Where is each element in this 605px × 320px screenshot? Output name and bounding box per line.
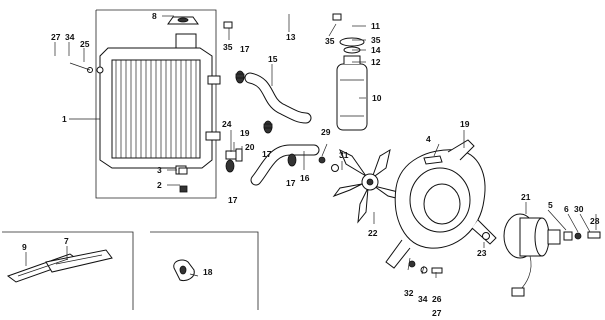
callout-19-a: 19: [240, 128, 250, 138]
callout-8: 8: [152, 11, 157, 21]
callout-28: 28: [590, 216, 600, 226]
callout-18: 18: [203, 267, 213, 277]
callout-35-b: 35: [325, 36, 335, 46]
callout-31: 31: [339, 150, 349, 160]
radiator-group-frame: [95, 9, 217, 199]
callout-24: 24: [222, 119, 232, 129]
callout-3: 3: [157, 165, 162, 175]
callout-11: 11: [371, 21, 380, 31]
inset-frame-right: [150, 231, 259, 310]
callout-15: 15: [268, 54, 278, 64]
radiator: [69, 33, 221, 175]
shroud-seal: [423, 155, 443, 165]
callout-20: 20: [245, 142, 255, 152]
callout-12: 12: [371, 57, 381, 67]
callout-26: 26: [432, 294, 442, 304]
grommet: [173, 259, 195, 281]
callout-6: 6: [564, 204, 569, 214]
callout-35-c: 35: [371, 35, 381, 45]
inset-frame-left: [2, 231, 134, 310]
radiator-cap: [167, 16, 199, 25]
callout-22: 22: [368, 228, 378, 238]
callout-34-a: 34: [65, 32, 75, 42]
callout-9: 9: [22, 242, 27, 252]
fan-motor: [503, 213, 561, 297]
shroud-mount-hardware: [408, 260, 443, 274]
fan-shroud: [385, 139, 497, 269]
callout-1: 1: [62, 114, 67, 124]
callout-23: 23: [477, 248, 487, 258]
callout-27-b: 27: [432, 308, 442, 318]
callout-17-b: 17: [262, 149, 272, 159]
callout-13: 13: [286, 32, 296, 42]
hose-clamps: [225, 70, 297, 173]
callout-10: 10: [372, 93, 382, 103]
callout-17-a: 17: [240, 44, 250, 54]
callout-34-b: 34: [418, 294, 428, 304]
callout-5: 5: [548, 200, 553, 210]
callout-29: 29: [321, 127, 331, 137]
reserve-tank: [336, 37, 368, 131]
upper-hose: [244, 72, 312, 124]
callout-35-a: 35: [223, 42, 233, 52]
callout-4: 4: [426, 134, 431, 144]
thermo-switch: [225, 148, 243, 162]
callout-7: 7: [64, 236, 69, 246]
motor-hardware: [563, 231, 601, 241]
drain-plug: [178, 167, 188, 193]
lower-hose: [250, 144, 320, 186]
callout-27-a: 27: [51, 32, 61, 42]
fan-washers: [318, 156, 339, 172]
callout-19-b: 19: [460, 119, 470, 129]
callout-labels: 1 2 3 4 5 6 7 8 9 10 11 12 13 14 15 16 1…: [22, 11, 600, 318]
overflow-tube: [223, 11, 342, 29]
radiator-seals: [6, 249, 113, 283]
callout-17-d: 17: [286, 178, 296, 188]
callout-21: 21: [521, 192, 531, 202]
callout-17-c: 17: [228, 195, 238, 205]
washer: [482, 232, 490, 240]
callout-16: 16: [300, 173, 310, 183]
callout-30: 30: [574, 204, 584, 214]
callout-25: 25: [80, 39, 90, 49]
callout-14: 14: [371, 45, 381, 55]
fan-blade: [332, 148, 406, 224]
leader-lines: [25, 14, 597, 278]
callout-32: 32: [404, 288, 414, 298]
callout-2: 2: [157, 180, 162, 190]
